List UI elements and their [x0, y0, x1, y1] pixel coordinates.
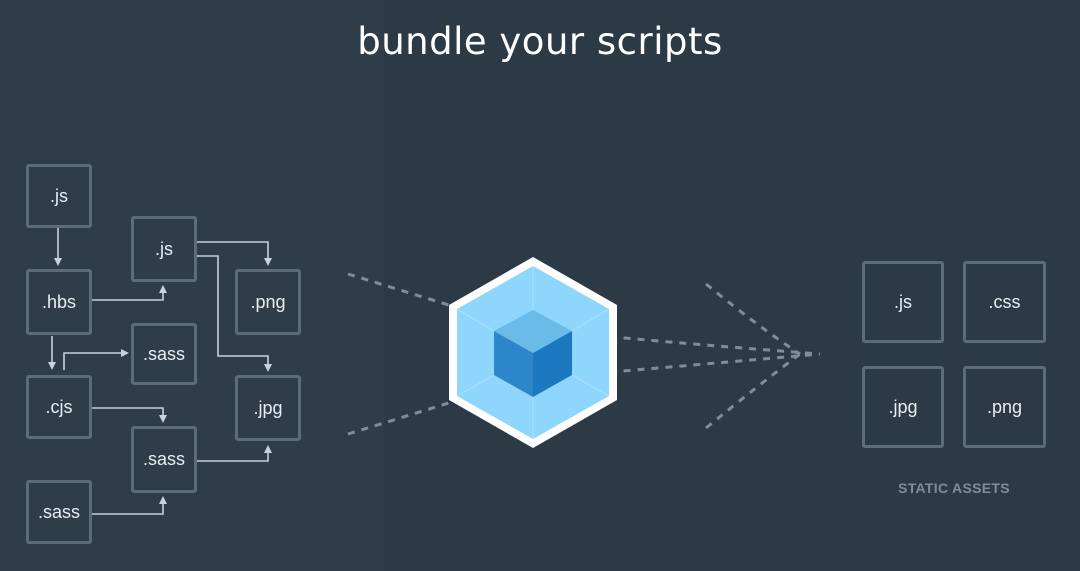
connector-hbs-js [92, 285, 167, 301]
connector-js-png [197, 241, 272, 266]
connector-sass-sass [92, 496, 167, 515]
module-cjs: .cjs [26, 375, 92, 439]
connector-sass-jpg [197, 445, 272, 462]
module-png: .png [235, 269, 301, 335]
flow-out-bottom [705, 352, 801, 430]
connector-cjs-sass-mid [92, 407, 167, 423]
flow-out-top [705, 282, 801, 356]
asset-png: .png [963, 366, 1046, 448]
asset-css: .css [963, 261, 1046, 343]
static-assets-caption: STATIC ASSETS [898, 480, 1010, 496]
module-js: .js [26, 164, 92, 228]
webpack-cube-logo [449, 257, 617, 448]
asset-js: .js [862, 261, 944, 343]
asset-jpg: .jpg [862, 366, 944, 448]
module-js-inner: .js [131, 216, 197, 282]
module-sass-bottom: .sass [26, 480, 92, 544]
connector-cjs-sass [63, 349, 129, 370]
connector-js-jpg [197, 255, 272, 372]
module-jpg: .jpg [235, 375, 301, 441]
dependency-connectors [48, 228, 272, 515]
module-sass-upper: .sass [131, 323, 197, 385]
slide-title: bundle your scripts [357, 20, 723, 63]
module-sass-middle: .sass [131, 426, 197, 493]
module-hbs: .hbs [26, 269, 92, 335]
